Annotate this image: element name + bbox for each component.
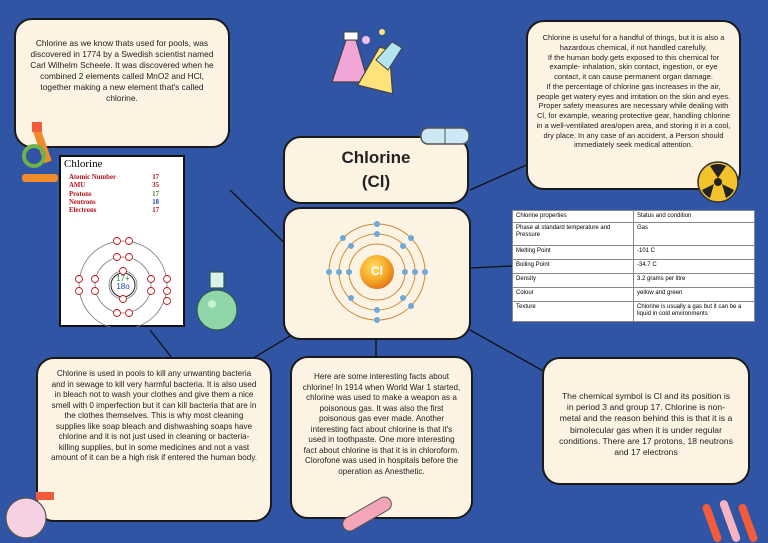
nucleus-label: 17+ 18o bbox=[111, 275, 135, 291]
nucleus-protons: 17+ bbox=[116, 274, 130, 283]
stat-row: Atomic Number 17 bbox=[69, 174, 159, 182]
facts-box: Here are some interesting facts about ch… bbox=[290, 356, 473, 519]
table-cell: -101 C bbox=[633, 245, 755, 261]
table-cell: yellow and green bbox=[633, 287, 755, 303]
table-cell: -34.7 C bbox=[633, 259, 755, 275]
table-row: Density 3.2 grams per litre bbox=[512, 273, 755, 289]
history-text: Chlorine as we know thats used for pools… bbox=[30, 38, 214, 103]
uses-text: Chlorine is used in pools to kill any un… bbox=[51, 369, 257, 463]
microscope-icon bbox=[22, 122, 58, 182]
lab-flask-bottom-icon bbox=[5, 492, 54, 538]
page-title: Chlorine bbox=[341, 148, 411, 167]
atom-illustration bbox=[326, 221, 428, 323]
stat-value: 17 bbox=[152, 174, 159, 181]
radiation-hazard-icon bbox=[697, 161, 739, 203]
history-box: Chlorine as we know thats used for pools… bbox=[14, 18, 230, 148]
stat-row: Protons 17 bbox=[69, 191, 159, 199]
stat-label: Protons bbox=[69, 190, 92, 198]
symbol-text: The chemical symbol is Cl and its positi… bbox=[559, 391, 733, 457]
stat-value: 35 bbox=[152, 182, 159, 190]
goggles-icon bbox=[420, 127, 470, 145]
table-row: Melting Point -101 C bbox=[512, 245, 755, 261]
table-row: Colour yellow and green bbox=[512, 287, 755, 303]
table-cell: Phase at standard temperature and Pressu… bbox=[512, 222, 634, 247]
page-subtitle-symbol: (Cl) bbox=[361, 171, 391, 191]
stat-row: AMU 35 bbox=[69, 182, 159, 190]
table-cell: Colour bbox=[512, 287, 634, 303]
atom-card-stats: Atomic Number 17 AMU 35 Protons 17 Neutrons… bbox=[69, 174, 159, 215]
atom-card-title: Chlorine bbox=[64, 158, 103, 170]
table-row: Phase at standard temperature and Pressu… bbox=[512, 222, 755, 247]
stat-value: 18 bbox=[152, 198, 159, 206]
symbol-box: The chemical symbol is Cl and its positi… bbox=[542, 357, 750, 485]
table-cell: Melting Point bbox=[512, 245, 634, 261]
table-cell: Boiling Point bbox=[512, 259, 634, 275]
test-tube-icon bbox=[342, 496, 392, 532]
atom-diagram-card: Chlorine Atomic Number 17 AMU 35 Protons 17… bbox=[59, 155, 185, 327]
atom-core-label: Cl bbox=[371, 264, 383, 278]
table-header-row: Chlorine properties Status and condition bbox=[512, 209, 755, 224]
round-flask-icon bbox=[196, 271, 238, 331]
table-cell: Chlorine is usually a gas but it can be … bbox=[633, 301, 755, 322]
table-header-cell: Status and condition bbox=[633, 209, 755, 224]
table-cell: Density bbox=[512, 273, 634, 289]
test-tube-rack-icon bbox=[702, 500, 758, 543]
stat-value: 17 bbox=[152, 207, 159, 215]
stat-value: 17 bbox=[152, 190, 159, 198]
safety-box: Chlorine is useful for a handful of thin… bbox=[526, 20, 741, 190]
uses-box: Chlorine is used in pools to kill any un… bbox=[36, 357, 272, 522]
properties-table: Chlorine properties Status and condition… bbox=[512, 209, 755, 322]
facts-text: Here are some interesting facts about ch… bbox=[302, 372, 461, 476]
atom-center-box: Cl bbox=[283, 207, 471, 340]
table-row: Boiling Point -34.7 C bbox=[512, 259, 755, 275]
stat-row: Electrons 17 bbox=[69, 207, 159, 215]
nucleus-neutrons: 18o bbox=[116, 282, 130, 291]
stat-label: AMU bbox=[69, 182, 86, 190]
table-header-cell: Chlorine properties bbox=[512, 209, 634, 224]
stat-label: Neutrons bbox=[69, 198, 96, 206]
table-cell: Gas bbox=[633, 222, 755, 247]
title-box: Chlorine (Cl) bbox=[283, 136, 469, 204]
stat-row: Neutrons 18 bbox=[69, 199, 159, 207]
safety-text: Chlorine is useful for a handful of thin… bbox=[536, 33, 731, 150]
flasks-sticker-icon bbox=[331, 29, 403, 95]
stat-label: Atomic Number bbox=[69, 174, 117, 181]
table-row: Texture Chlorine is usually a gas but it… bbox=[512, 301, 755, 322]
stat-label: Electrons bbox=[69, 207, 97, 215]
bohr-model-diagram bbox=[75, 237, 171, 327]
table-cell: 3.2 grams per litre bbox=[633, 273, 755, 289]
table-cell: Texture bbox=[512, 301, 634, 322]
